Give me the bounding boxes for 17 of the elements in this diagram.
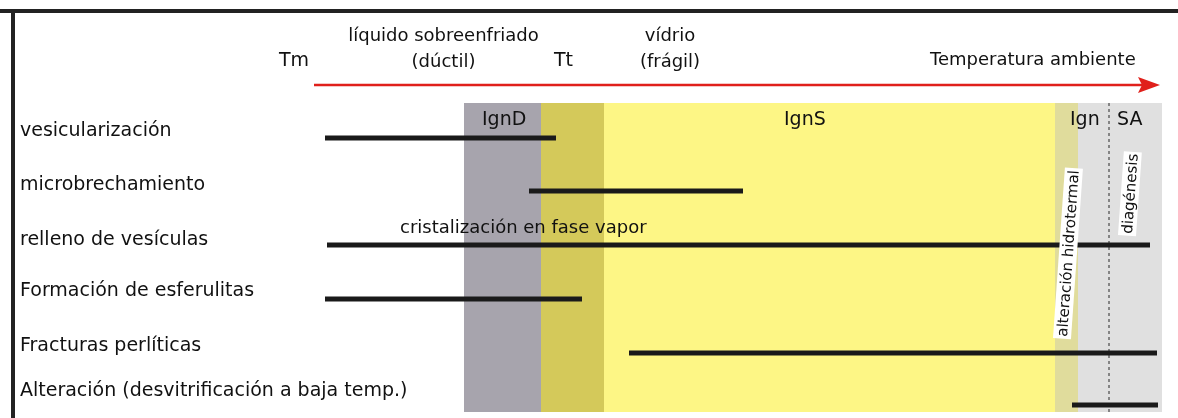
process-label: vesicularización [20,118,172,140]
process-label: relleno de vesículas [20,227,209,249]
process-label: Formación de esferulitas [20,278,255,300]
process-label: microbrechamiento [20,172,206,194]
phase-label: vídrio (frágil) [638,23,702,73]
band-label: IgnD [482,107,527,129]
band-label: Ign [1070,107,1100,129]
band-label: IgnS [784,107,826,129]
temperature-label: Temperatura ambiente [930,48,1136,69]
band-label: SA [1117,107,1143,129]
temperature-label: Tt [554,48,574,70]
process-label: Alteración (desvitrificación a baja temp.) [20,378,408,400]
process-label: Fracturas perlíticas [20,333,202,355]
process-note: cristalización en fase vapor [400,216,647,237]
temperature-label: Tm [279,48,310,70]
rotated-label: diagénesis [1118,151,1142,237]
phase-label: líquido sobreenfriado (dúctil) [347,23,540,73]
